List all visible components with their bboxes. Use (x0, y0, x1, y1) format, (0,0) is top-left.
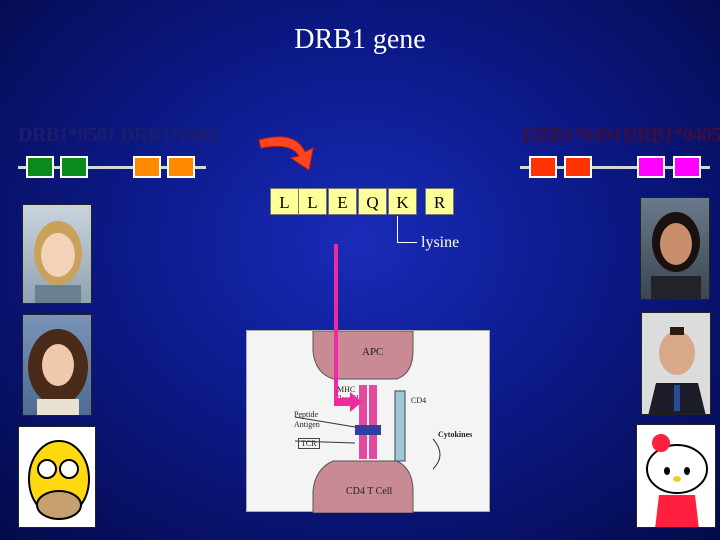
diagram-tcell-label: CD4 T Cell (346, 486, 393, 497)
gene-box-red-1 (529, 156, 557, 178)
diagram-cd4-label: CD4 (411, 396, 427, 405)
homer-cartoon (18, 426, 96, 528)
gene-box-magenta-1 (637, 156, 665, 178)
sequence-letter-4: Q (358, 188, 387, 215)
photo-woman-blonde (22, 204, 92, 304)
chromosome-line-left (18, 166, 206, 169)
diagram-antigen-label: Antigen (294, 420, 320, 429)
diagram-mhc-label: MHC (337, 385, 356, 394)
hello-kitty-cartoon (636, 424, 716, 528)
diagram-tcr-label: TCR (298, 438, 320, 449)
sequence-letter-2: L (298, 188, 327, 215)
allele-label-left-2: DRB1*0401 (120, 124, 218, 146)
lysine-callout-line (397, 216, 398, 243)
lysine-label: lysine (421, 234, 460, 251)
gene-box-red-2 (564, 156, 592, 178)
gene-box-green-1 (26, 156, 54, 178)
slide-title: DRB1 gene (294, 24, 426, 55)
lysine-callout-tick (397, 242, 417, 243)
pink-arrowhead-icon (334, 392, 362, 412)
gene-box-orange-2 (167, 156, 195, 178)
allele-label-right-2: DRB1*0405 (623, 124, 720, 146)
gene-box-orange-1 (133, 156, 161, 178)
gene-box-magenta-2 (673, 156, 701, 178)
pink-pointer-line (334, 244, 338, 402)
sequence-letter-6: R (425, 188, 454, 215)
sequence-letter-3: E (328, 188, 357, 215)
photo-woman-brunette (22, 314, 92, 416)
gene-box-green-2 (60, 156, 88, 178)
photo-man-suit (641, 312, 711, 415)
sequence-letter-5: K (388, 188, 417, 215)
curved-arrow-icon (258, 136, 314, 171)
apc-tcell-diagram (246, 330, 490, 514)
sequence-letter-1: L (270, 188, 299, 215)
photo-woman-dark-hair (640, 197, 710, 300)
diagram-apc-label: APC (362, 346, 384, 358)
allele-label-left-1: DRB1*0501 (18, 124, 116, 146)
diagram-peptide-label: Peptide (294, 410, 318, 419)
chromosome-line-right (520, 166, 710, 169)
diagram-cytokines-label: Cytokines (438, 430, 473, 439)
allele-label-right-1: DRB1*0404 (522, 124, 620, 146)
